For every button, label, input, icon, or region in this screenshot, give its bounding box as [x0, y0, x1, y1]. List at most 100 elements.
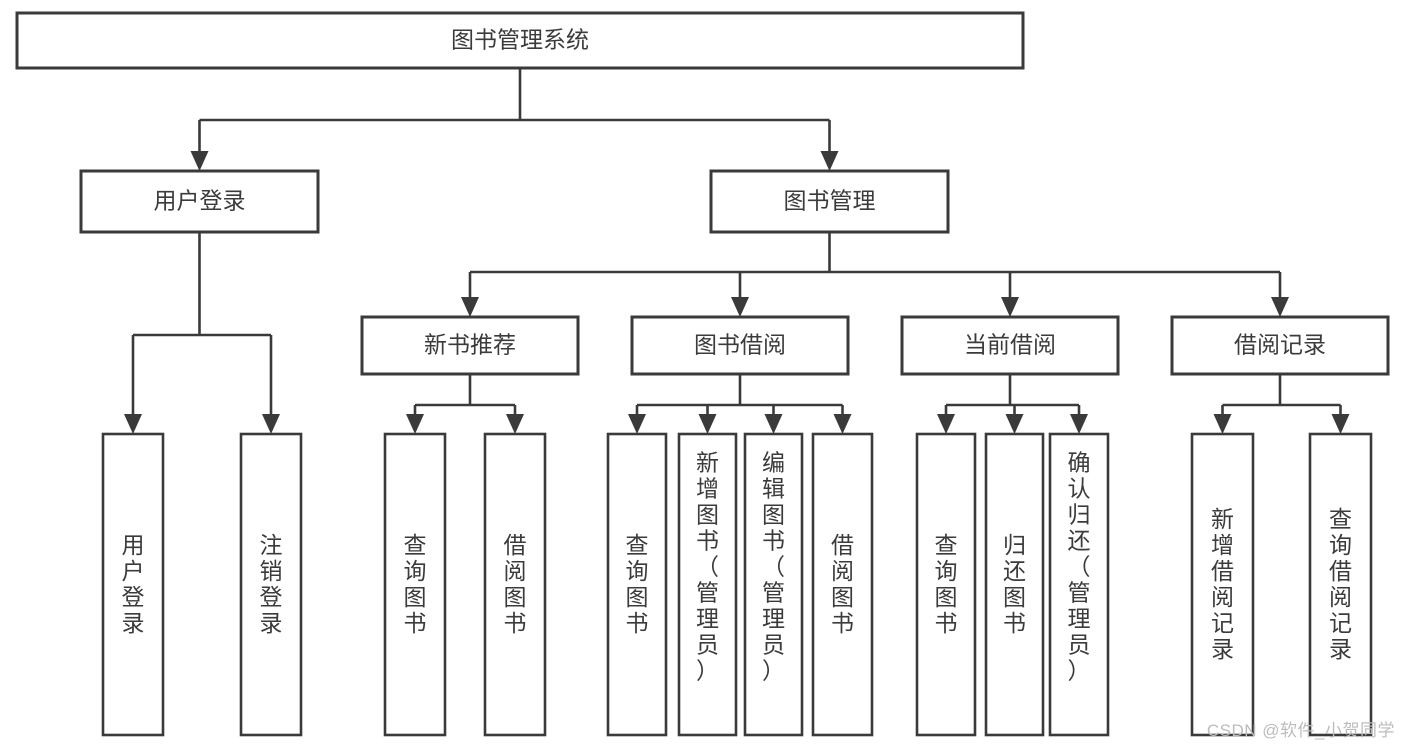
node-box — [915, 432, 977, 737]
svg-text:询: 询 — [935, 558, 958, 584]
svg-text:阅: 阅 — [1329, 584, 1352, 610]
svg-text:书: 书 — [696, 527, 719, 553]
node-label: 新书推荐 — [424, 332, 516, 358]
node-box — [630, 315, 850, 376]
svg-text:图: 图 — [696, 501, 719, 527]
svg-text:（: （ — [696, 553, 719, 579]
node-label: 图书借阅 — [694, 332, 786, 358]
node-box — [1190, 432, 1255, 737]
svg-text:查: 查 — [404, 532, 427, 558]
svg-text:录: 录 — [1329, 636, 1352, 662]
svg-text:书: 书 — [504, 610, 527, 636]
node-leaf-user-login[interactable]: 用户登录 — [101, 432, 165, 737]
svg-text:记: 记 — [1211, 610, 1234, 636]
svg-text:书: 书 — [1003, 610, 1026, 636]
svg-text:）: ） — [762, 657, 785, 683]
svg-text:借: 借 — [831, 532, 854, 558]
node-new-book-recommend[interactable]: 新书推荐 — [360, 315, 580, 376]
svg-text:辑: 辑 — [762, 475, 785, 501]
arrow-head-icon — [833, 414, 852, 434]
svg-text:员: 员 — [696, 631, 719, 657]
svg-text:图: 图 — [626, 584, 649, 610]
arrow-head-icon — [937, 414, 955, 434]
svg-text:还: 还 — [1068, 527, 1091, 553]
svg-text:销: 销 — [260, 558, 283, 584]
svg-text:图: 图 — [762, 501, 785, 527]
arrow-head-icon — [1271, 297, 1289, 317]
svg-text:查: 查 — [1329, 506, 1352, 532]
svg-text:认: 认 — [1068, 475, 1091, 501]
arrow-head-icon — [406, 414, 424, 434]
svg-text:（: （ — [762, 553, 785, 579]
arrow-head-icon — [820, 151, 839, 171]
node-box — [606, 432, 668, 737]
node-box — [743, 432, 804, 737]
arrow-head-icon — [764, 414, 783, 434]
arrow-head-icon — [1005, 414, 1024, 434]
arrow-head-icon — [262, 414, 280, 434]
svg-text:员: 员 — [1068, 631, 1091, 657]
svg-text:书: 书 — [626, 610, 649, 636]
svg-text:记: 记 — [1329, 610, 1352, 636]
svg-text:书: 书 — [404, 610, 427, 636]
svg-text:确: 确 — [1068, 449, 1091, 475]
svg-text:）: ） — [696, 657, 719, 683]
node-box — [79, 169, 320, 234]
node-box — [239, 432, 303, 737]
node-root[interactable]: 图书管理系统 — [15, 11, 1025, 70]
arrow-head-icon — [124, 414, 142, 434]
svg-text:查: 查 — [935, 532, 958, 558]
node-label: 用户登录 — [122, 532, 145, 636]
arrow-head-icon — [461, 297, 479, 317]
node-label: 图书管理系统 — [451, 27, 589, 53]
svg-text:借: 借 — [1211, 558, 1234, 584]
svg-text:询: 询 — [626, 558, 649, 584]
connector-layer — [124, 68, 1350, 434]
node-borrow-record[interactable]: 借阅记录 — [1170, 315, 1390, 376]
svg-text:户: 户 — [122, 558, 145, 584]
node-label: 图书管理 — [784, 188, 876, 214]
svg-text:图: 图 — [831, 584, 854, 610]
node-box — [383, 432, 447, 737]
svg-text:（: （ — [1068, 553, 1091, 579]
svg-text:阅: 阅 — [831, 558, 854, 584]
svg-text:新: 新 — [1211, 506, 1234, 532]
svg-text:管: 管 — [1068, 579, 1091, 605]
svg-text:理: 理 — [696, 605, 719, 631]
node-current-borrow[interactable]: 当前借阅 — [900, 315, 1120, 376]
svg-text:阅: 阅 — [504, 558, 527, 584]
node-label: 用户登录 — [154, 188, 246, 214]
svg-text:图: 图 — [404, 584, 427, 610]
svg-text:理: 理 — [1068, 605, 1091, 631]
svg-text:录: 录 — [260, 610, 283, 636]
arrow-head-icon — [1001, 297, 1019, 317]
arrow-head-icon — [1070, 414, 1088, 434]
node-user-login[interactable]: 用户登录 — [79, 169, 320, 234]
arrow-head-icon — [628, 414, 646, 434]
node-book-borrow[interactable]: 图书借阅 — [630, 315, 850, 376]
svg-text:书: 书 — [831, 610, 854, 636]
svg-text:借: 借 — [504, 532, 527, 558]
node-box — [677, 432, 738, 737]
svg-text:录: 录 — [1211, 636, 1234, 662]
node-box — [483, 432, 547, 737]
node-box — [360, 315, 580, 376]
node-book-management[interactable]: 图书管理 — [709, 169, 950, 234]
node-box — [811, 432, 874, 737]
